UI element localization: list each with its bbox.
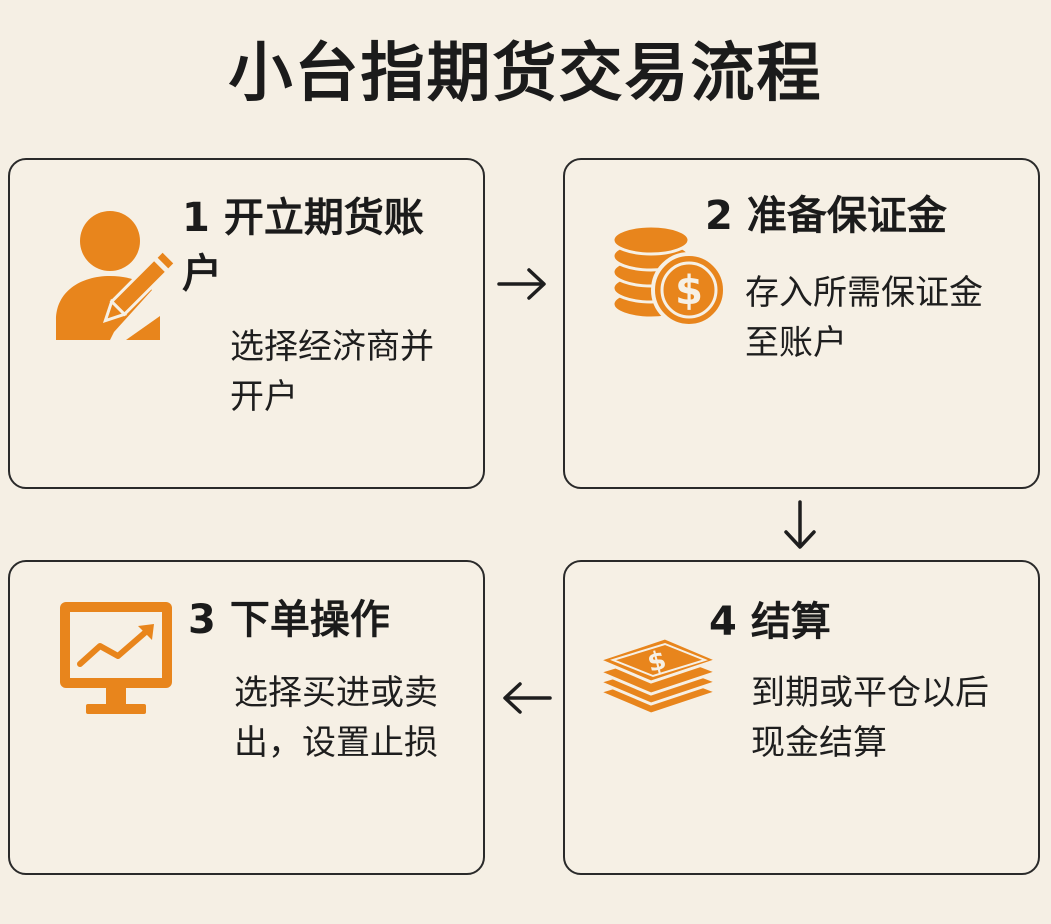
step-description: 存入所需保证金至账户 xyxy=(745,273,983,363)
coins-dollar-icon: $ xyxy=(611,220,727,334)
step-card-4: $ 4 结算 到期或平仓以后现金结算 xyxy=(563,560,1040,875)
arrow-right-icon xyxy=(497,266,549,306)
arrow-down-icon xyxy=(780,500,820,556)
monitor-chart-icon xyxy=(58,600,174,724)
step-heading: 4 结算 xyxy=(709,594,989,650)
svg-text:$: $ xyxy=(675,268,703,314)
step-title: 开立期货账户 xyxy=(182,195,424,297)
step-card-3: 3 下单操作 选择买进或卖出，设置止损 xyxy=(8,560,485,875)
cash-stack-icon: $ xyxy=(594,626,722,726)
step-description: 选择买进或卖出，设置止损 xyxy=(234,673,438,763)
user-edit-icon xyxy=(54,208,184,347)
step-card-2: $ 2 准备保证金 存入所需保证金至账户 xyxy=(563,158,1040,489)
step-number: 3 xyxy=(188,597,216,643)
step-description: 选择经济商并开户 xyxy=(230,327,434,417)
step-title: 结算 xyxy=(750,599,831,645)
step-description: 到期或平仓以后现金结算 xyxy=(751,673,989,763)
step-number: 2 xyxy=(705,193,733,239)
step-number: 1 xyxy=(182,195,210,241)
arrow-left-icon xyxy=(500,678,552,722)
page-title: 小台指期货交易流程 xyxy=(228,37,823,111)
step-title: 下单操作 xyxy=(229,597,390,643)
step-heading: 3 下单操作 xyxy=(188,592,468,648)
step-number: 4 xyxy=(709,599,737,645)
step-heading: 2 准备保证金 xyxy=(705,188,1025,244)
step-title: 准备保证金 xyxy=(746,193,947,239)
